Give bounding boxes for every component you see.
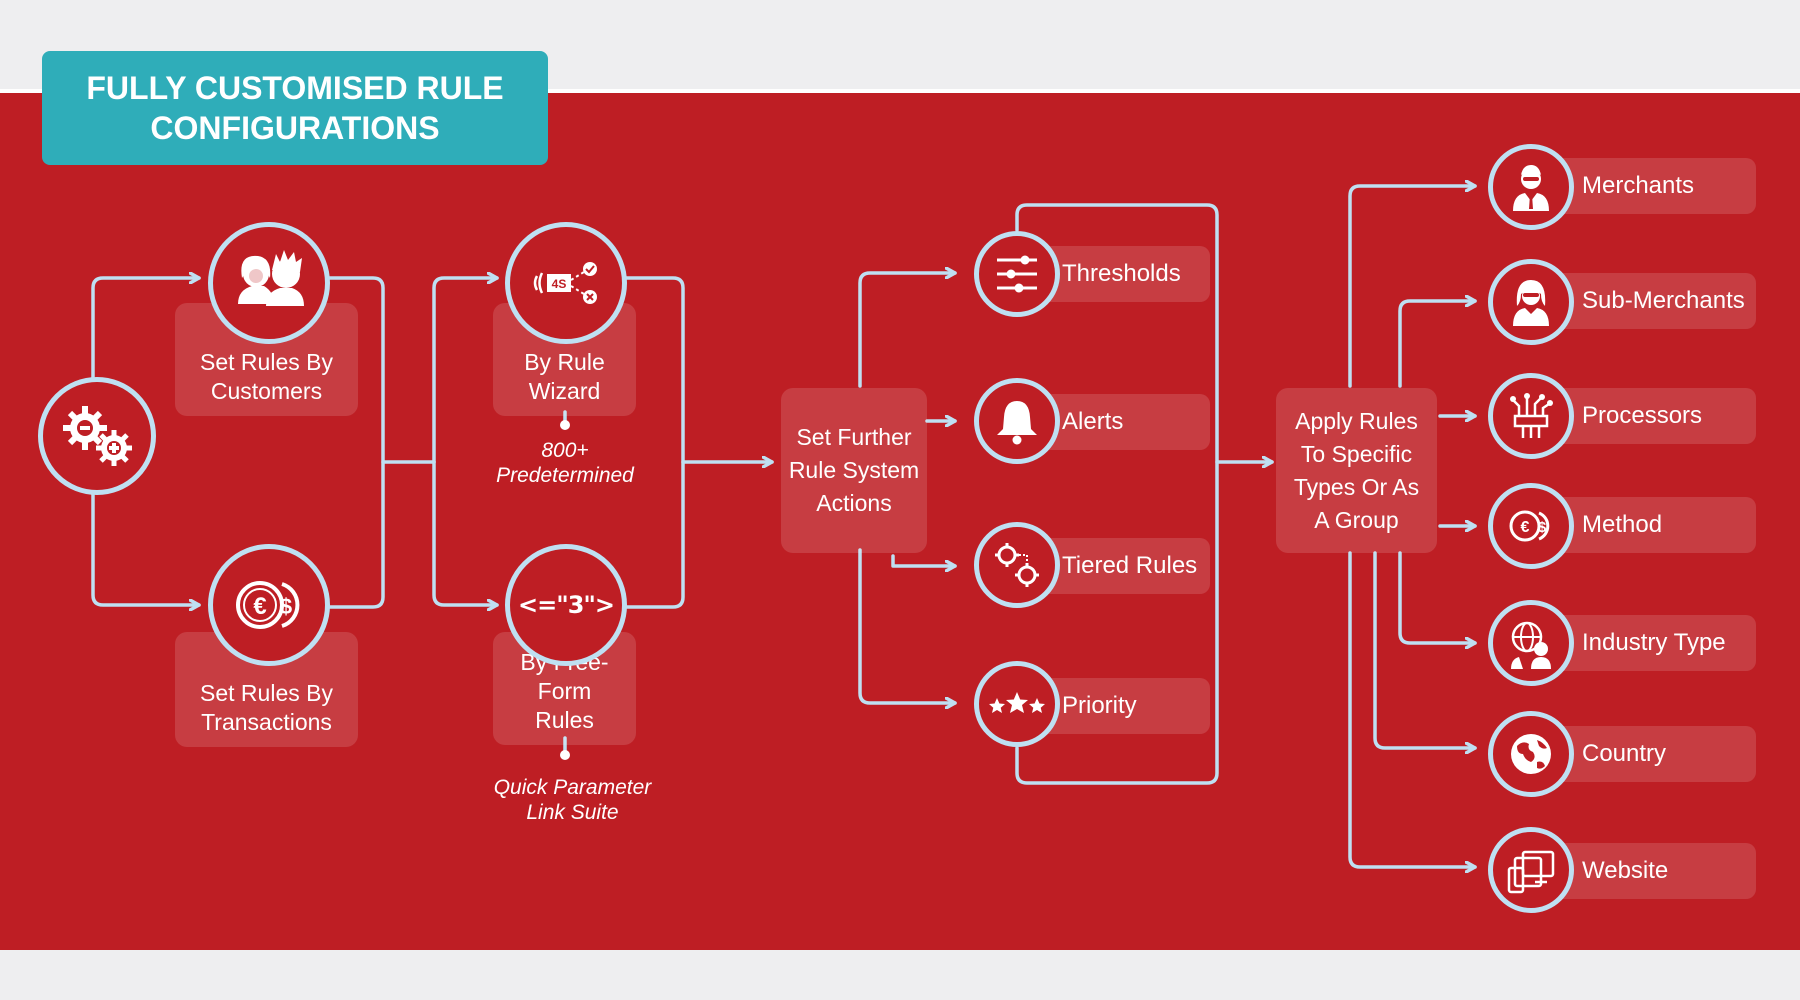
line-to-tiered	[891, 554, 957, 566]
band-top-edge	[0, 89, 1800, 93]
action-label: Alerts	[1062, 408, 1124, 435]
wizard-note: 800+ Predetermined	[496, 439, 634, 487]
wizard-note-dot	[560, 420, 570, 430]
freeform-code-icon: <="3">	[517, 591, 615, 619]
line-stage2-merge	[624, 276, 685, 609]
line-to-website	[1348, 551, 1477, 867]
page-title-banner: FULLY CUSTOMISED RULE CONFIGURATIONS	[42, 51, 548, 165]
currency-coins-icon: € $	[236, 581, 300, 629]
sub-merchants-icon-circle	[1488, 259, 1574, 345]
transactions-node: € $	[208, 544, 330, 666]
line-to-thresholds	[858, 273, 957, 388]
freeform-note: Quick Parameter Link Suite	[493, 776, 652, 824]
target-label: Website	[1582, 857, 1669, 884]
svg-text:€: €	[1521, 519, 1530, 536]
bell-icon	[997, 401, 1037, 445]
stars-icon	[989, 692, 1045, 713]
gears-icon	[63, 406, 132, 466]
line-to-wizard	[432, 278, 499, 464]
alerts-icon-circle	[974, 378, 1060, 464]
processor-chip-icon	[1510, 393, 1553, 438]
sliders-icon	[997, 255, 1037, 293]
customers-node	[208, 222, 330, 344]
svg-text:$: $	[1538, 519, 1547, 536]
freeform-note-dot	[560, 750, 570, 760]
merchants-icon-circle	[1488, 144, 1574, 230]
target-label: Processors	[1582, 402, 1703, 429]
tiered-icon-circle	[974, 522, 1060, 608]
line-to-freeform	[432, 460, 499, 605]
action-label: Thresholds	[1062, 260, 1181, 287]
line-start-to-transactions	[91, 486, 201, 605]
tiered-gears-icon	[995, 543, 1039, 587]
stage4-label: Apply Rules To Specific Types Or As A Gr…	[1293, 407, 1420, 533]
businessman-icon	[1513, 165, 1549, 211]
stage4-box: Apply Rules To Specific Types Or As A Gr…	[1276, 388, 1437, 553]
country-icon-circle	[1488, 711, 1574, 797]
line-to-country	[1373, 551, 1477, 748]
target-label: Country	[1582, 740, 1667, 767]
currency-coins-icon: € $	[1509, 510, 1550, 542]
method-icon-circle: € $	[1488, 483, 1574, 569]
line-actions-bracket	[1015, 203, 1219, 785]
devices-icon	[1507, 850, 1555, 894]
target-label: Industry Type	[1582, 629, 1726, 656]
start-gears-node	[38, 377, 156, 495]
businesswoman-icon	[1513, 280, 1549, 326]
action-label: Tiered Rules	[1062, 552, 1198, 579]
stage3-box: Set Further Rule System Actions	[781, 388, 927, 553]
wizard-node: 4S	[505, 222, 627, 344]
svg-text:$: $	[280, 594, 292, 619]
svg-text:€: €	[253, 593, 266, 620]
line-to-submerchants	[1398, 301, 1477, 388]
stage3-label: Set Further Rule System Actions	[788, 424, 920, 516]
thresholds-icon-circle	[974, 231, 1060, 317]
target-label: Merchants	[1582, 172, 1695, 199]
line-to-priority	[858, 548, 957, 703]
wizard-label: By Rule Wizard	[524, 349, 605, 404]
website-icon-circle	[1488, 827, 1574, 913]
globe-icon	[1511, 734, 1551, 774]
line-to-industry	[1398, 551, 1477, 643]
priority-icon-circle	[974, 661, 1060, 747]
industry-globe-person-icon	[1511, 621, 1551, 669]
page-title: FULLY CUSTOMISED RULE CONFIGURATIONS	[86, 70, 504, 146]
freeform-node: <="3">	[505, 544, 627, 666]
target-label: Method	[1582, 511, 1663, 538]
processors-icon-circle	[1488, 373, 1574, 459]
svg-text:4S: 4S	[552, 277, 567, 291]
customers-icon	[238, 250, 304, 306]
action-label: Priority	[1062, 692, 1137, 719]
transactions-label: Set Rules By Transactions	[200, 680, 333, 735]
industry-icon-circle	[1488, 600, 1574, 686]
rule-wizard-icon: 4S	[533, 262, 597, 304]
line-start-to-customers	[91, 278, 201, 380]
customers-label: Set Rules By Customers	[200, 349, 333, 404]
line-to-merchants	[1348, 186, 1477, 388]
target-label: Sub-Merchants	[1582, 287, 1745, 314]
line-customers-merge	[326, 276, 385, 609]
